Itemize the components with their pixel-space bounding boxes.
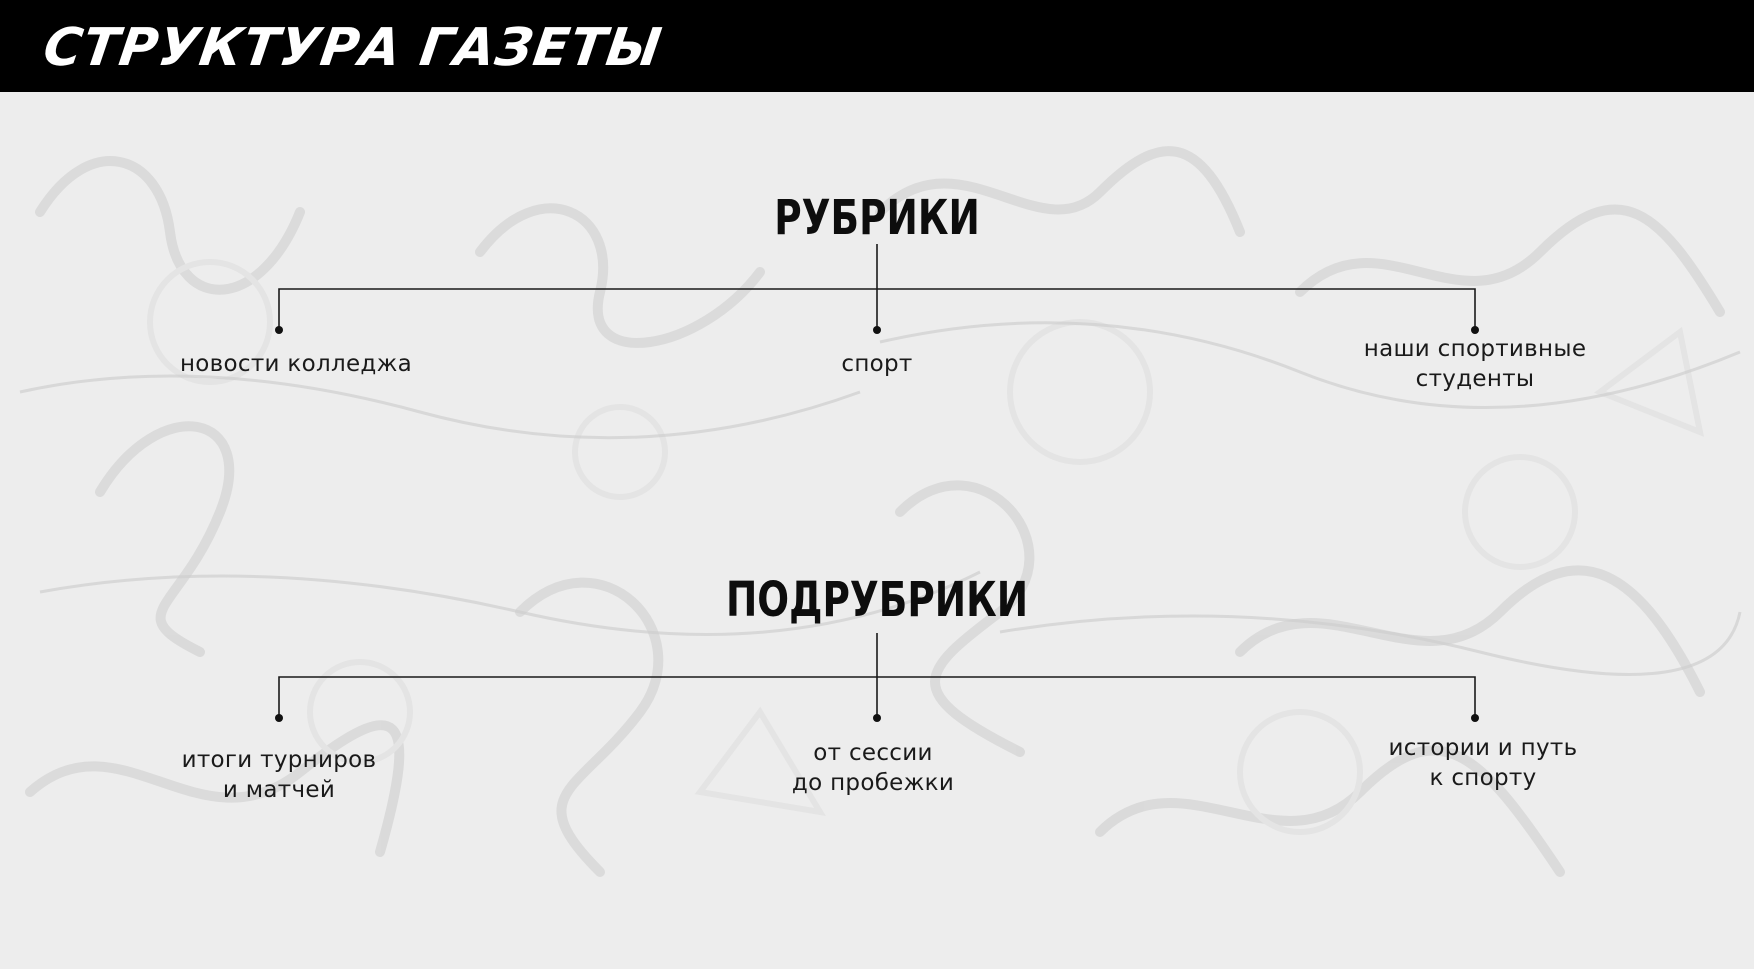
rubrics-heading: РУБРИКИ xyxy=(774,190,980,246)
rubric-item-label: наши спортивные xyxy=(1363,336,1587,362)
graffiti-background xyxy=(0,92,1754,969)
subrubric-item-tournament-results: итоги турниров и матчей xyxy=(182,745,377,805)
rubric-item-label: новости колледжа xyxy=(179,351,413,377)
subrubric-item-label: от сессии xyxy=(813,740,933,766)
subrubric-item-label: к спорту xyxy=(1429,765,1537,791)
subrubric-item-label: и матчей xyxy=(222,777,336,803)
subrubric-item-label: до пробежки xyxy=(791,770,955,796)
page-title: СТРУКТУРА ГАЗЕТЫ xyxy=(39,18,666,78)
rubric-item-our-athletes: наши спортивные студенты xyxy=(1364,334,1587,394)
header-bar: СТРУКТУРА ГАЗЕТЫ xyxy=(0,0,1754,92)
subrubric-item-stories-path: истории и путь к спорту xyxy=(1389,733,1578,793)
subrubric-item-label: истории и путь xyxy=(1388,735,1578,761)
rubric-item-label: студенты xyxy=(1415,366,1535,392)
subrubrics-heading: ПОДРУБРИКИ xyxy=(725,572,1029,628)
subrubric-item-session-to-run: от сессии до пробежки xyxy=(792,738,954,798)
subrubric-item-label: итоги турниров xyxy=(181,747,377,773)
rubric-item-label: спорт xyxy=(841,351,913,377)
rubric-item-sport: спорт xyxy=(841,349,912,379)
rubric-item-college-news: новости колледжа xyxy=(180,349,412,379)
